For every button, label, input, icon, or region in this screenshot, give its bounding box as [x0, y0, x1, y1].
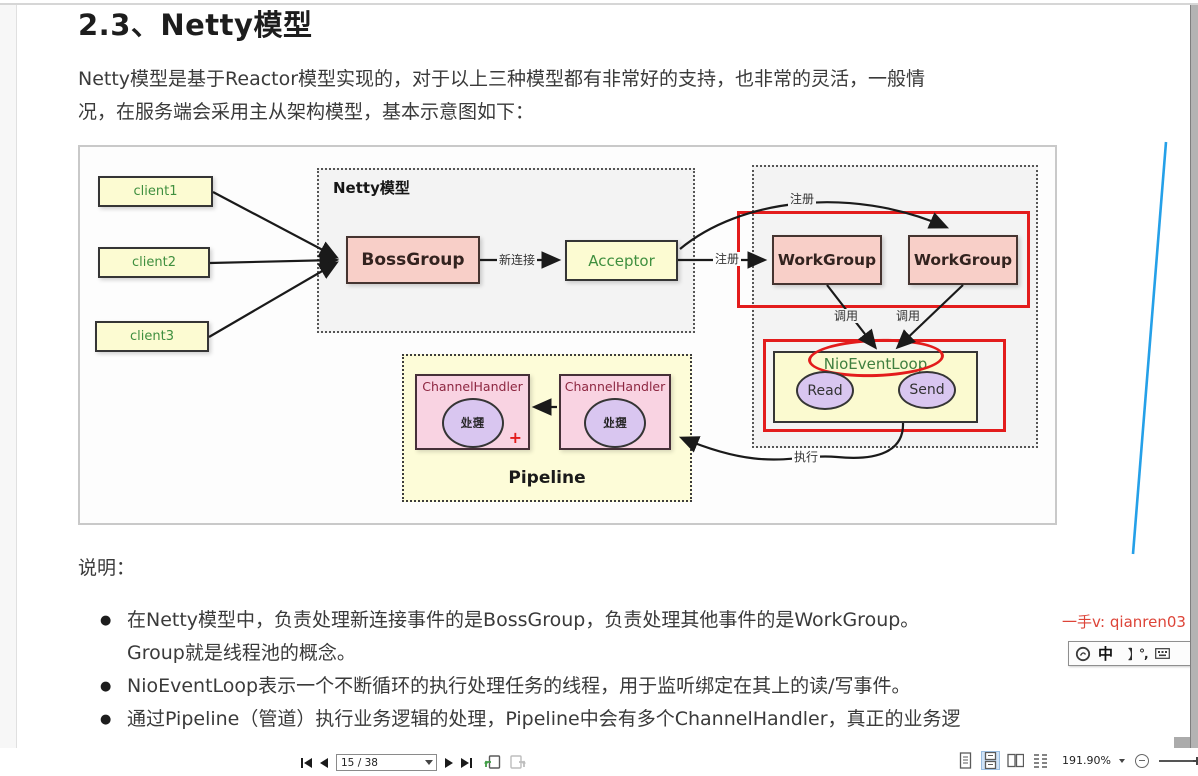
netty-architecture-diagram: Netty模型 client1 client2 client3 BossGrou…	[78, 145, 1057, 525]
page-title: 2.3、Netty模型	[78, 8, 313, 42]
window-top-divider	[0, 3, 1198, 5]
bullet-item: ● 通过Pipeline（管道）执行业务逻辑的处理，Pipeline中会有多个Ch…	[100, 704, 961, 731]
business-logic-ellipse: 业务 处理	[584, 398, 646, 448]
bullet-item: ● 在Netty模型中，负责处理新连接事件的是BossGroup，负责处理其他事件…	[100, 605, 919, 632]
netty-container-label: Netty模型	[333, 179, 410, 197]
zoom-out-icon[interactable]	[1134, 753, 1149, 768]
paragraph-line: 况，在服务端会采用主从架构模型，基本示意图如下：	[78, 101, 535, 123]
bossgroup-box: BossGroup	[346, 236, 480, 284]
previous-view-icon[interactable]	[484, 755, 501, 770]
previous-page-icon[interactable]	[320, 757, 328, 768]
continuous-page-icon[interactable]	[981, 751, 1000, 770]
reader-bottom-toolbar: 15 / 38	[0, 748, 1198, 776]
bullet-dot: ●	[100, 613, 112, 628]
punctuation-icon[interactable]: °,	[1139, 646, 1149, 661]
view-controls-group: 191.90%	[956, 751, 1198, 770]
edge-label-invoke-left: 调用	[832, 309, 861, 323]
bullet-dot: ●	[100, 712, 112, 727]
send-ellipse: Send	[898, 371, 956, 409]
red-annotation-rect-workgroups	[737, 211, 1030, 308]
edge-label-invoke-right: 调用	[894, 309, 923, 323]
zoom-level-text: 191.90%	[1062, 754, 1111, 767]
channelhandler-label: ChannelHandler	[422, 379, 523, 394]
business-logic-line2: 处理	[602, 416, 627, 430]
acceptor-box: Acceptor	[565, 240, 678, 281]
bullet-text: NioEventLoop表示一个不断循环的执行处理任务的线程，用于监听绑定在其上…	[127, 675, 911, 697]
zoom-slider-detent-icon	[1192, 760, 1198, 762]
ime-status-bar[interactable]: 中 °,	[1068, 641, 1198, 666]
continuous-facing-icon[interactable]	[1031, 751, 1050, 770]
scrollbar-end-cap[interactable]	[1174, 737, 1190, 751]
read-ellipse: Read	[796, 371, 854, 410]
single-page-icon[interactable]	[956, 751, 975, 770]
zoom-slider-detent-icon	[1196, 757, 1198, 765]
bullet-dot: ●	[100, 679, 112, 694]
blue-pen-annotation	[1131, 141, 1168, 555]
channelhandler-box-1: ChannelHandler 业务 处理 +	[415, 374, 530, 450]
business-logic-line2: 处理	[460, 416, 485, 430]
edge-label-register-curved: 注册	[788, 192, 817, 206]
next-view-icon[interactable]	[509, 755, 526, 770]
chevron-down-icon[interactable]	[425, 760, 433, 765]
bullet-text: Group就是线程池的概念。	[127, 642, 356, 664]
last-page-icon[interactable]	[461, 757, 472, 768]
watermark-text: 一手v: qianren03	[1062, 613, 1186, 631]
bullet-text: 在Netty模型中，负责处理新连接事件的是BossGroup，负责处理其他事件的…	[127, 609, 920, 631]
client3-box: client3	[95, 321, 209, 352]
paragraph-line: Netty模型是基于Reactor模型实现的，对于以上三种模型都有非常好的支持，…	[78, 68, 926, 90]
business-logic-line1: 业务	[460, 416, 485, 430]
zoom-slider-track[interactable]	[1158, 760, 1198, 762]
page-indicator: 15 / 38	[341, 756, 378, 769]
bullet-item-continuation: Group就是线程池的概念。	[100, 638, 356, 665]
keyboard-icon[interactable]	[1154, 648, 1170, 659]
red-plus-marker: +	[508, 428, 522, 447]
moon-icon[interactable]	[1120, 647, 1133, 661]
sogou-logo-icon[interactable]	[1075, 646, 1091, 662]
edge-label-execute: 执行	[792, 450, 821, 464]
vertical-scrollbar[interactable]	[1190, 5, 1198, 750]
bullet-item: ● NioEventLoop表示一个不断循环的执行处理任务的线程，用于监听绑定在其…	[100, 671, 911, 698]
chinese-mode-label[interactable]: 中	[1098, 645, 1114, 663]
pipeline-label: Pipeline	[508, 468, 586, 488]
facing-pages-icon[interactable]	[1006, 751, 1025, 770]
business-logic-ellipse: 业务 处理	[441, 398, 504, 448]
client2-box: client2	[98, 247, 210, 278]
client1-box: client1	[98, 176, 213, 207]
notes-heading: 说明：	[78, 557, 136, 579]
page-navigation-group: 15 / 38	[301, 754, 526, 771]
first-page-icon[interactable]	[301, 757, 312, 768]
page-left-margin	[0, 5, 17, 748]
zoom-dropdown-caret-icon[interactable]	[1118, 758, 1125, 763]
channelhandler-label: ChannelHandler	[564, 379, 666, 394]
next-page-icon[interactable]	[445, 757, 453, 768]
page-number-combobox[interactable]: 15 / 38	[336, 754, 437, 771]
edge-label-register: 注册	[713, 252, 742, 266]
nioeventloop-label: NioEventLoop	[823, 355, 928, 373]
zoom-slider[interactable]	[1158, 754, 1198, 768]
channelhandler-box-2: ChannelHandler 业务 处理	[559, 374, 671, 450]
edge-label-new-connection: 新连接	[497, 253, 538, 267]
business-logic-line1: 业务	[602, 416, 627, 430]
bullet-text: 通过Pipeline（管道）执行业务逻辑的处理，Pipeline中会有多个Cha…	[127, 708, 961, 730]
